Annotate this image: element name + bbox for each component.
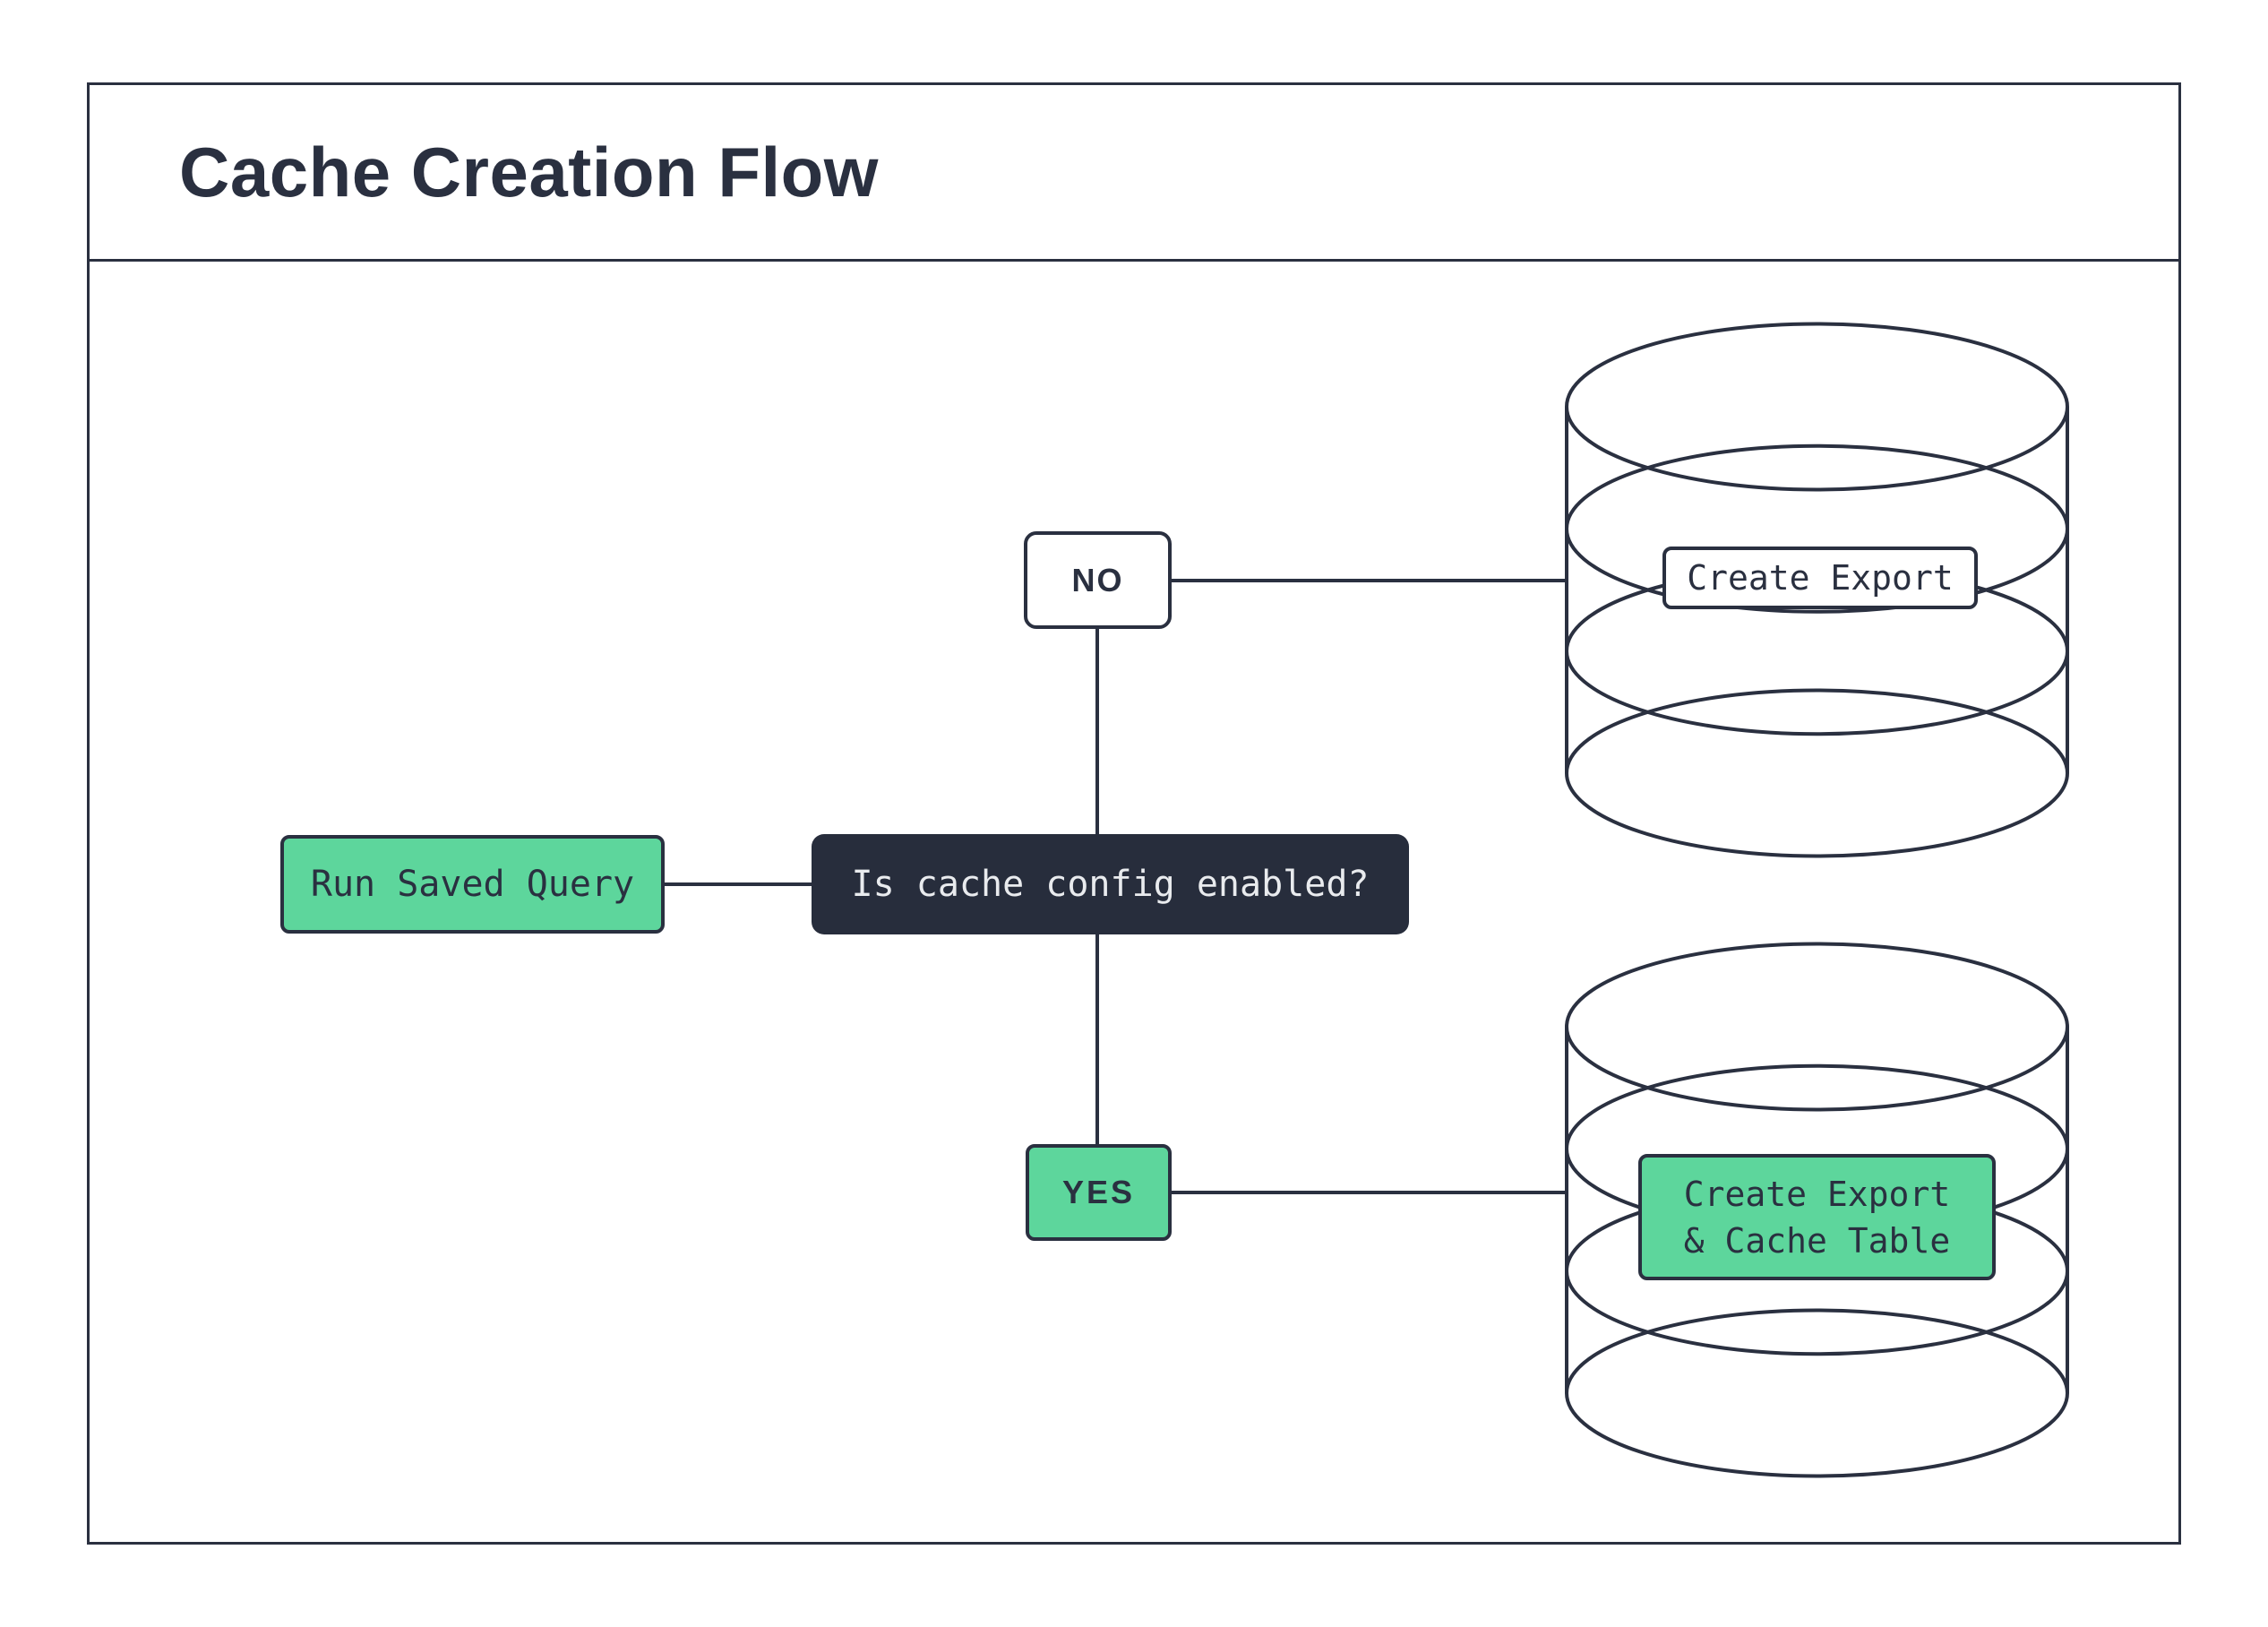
yes-text: YES: [1061, 1174, 1136, 1210]
diagram-frame: [87, 82, 2181, 1545]
create-export-label: Create Export: [1687, 558, 1954, 598]
create-export-cache-line1: Create Export: [1683, 1174, 1951, 1214]
branch-no-label: NO: [1024, 531, 1172, 629]
create-export-node: Create Export: [1662, 547, 1978, 609]
start-node-run-saved-query: Run Saved Query: [280, 835, 665, 934]
decision-node-label: Is cache config enabled?: [851, 864, 1370, 905]
title-bar: Cache Creation Flow: [87, 82, 2181, 262]
branch-yes-label: YES: [1026, 1144, 1172, 1241]
start-node-label: Run Saved Query: [310, 864, 635, 905]
no-text: NO: [1071, 561, 1124, 598]
create-export-cache-table-node: Create Export & Cache Table: [1638, 1154, 1996, 1280]
page-title: Cache Creation Flow: [179, 132, 879, 211]
decision-node-cache-config: Is cache config enabled?: [812, 834, 1409, 934]
create-export-cache-line2: & Cache Table: [1683, 1220, 1951, 1261]
